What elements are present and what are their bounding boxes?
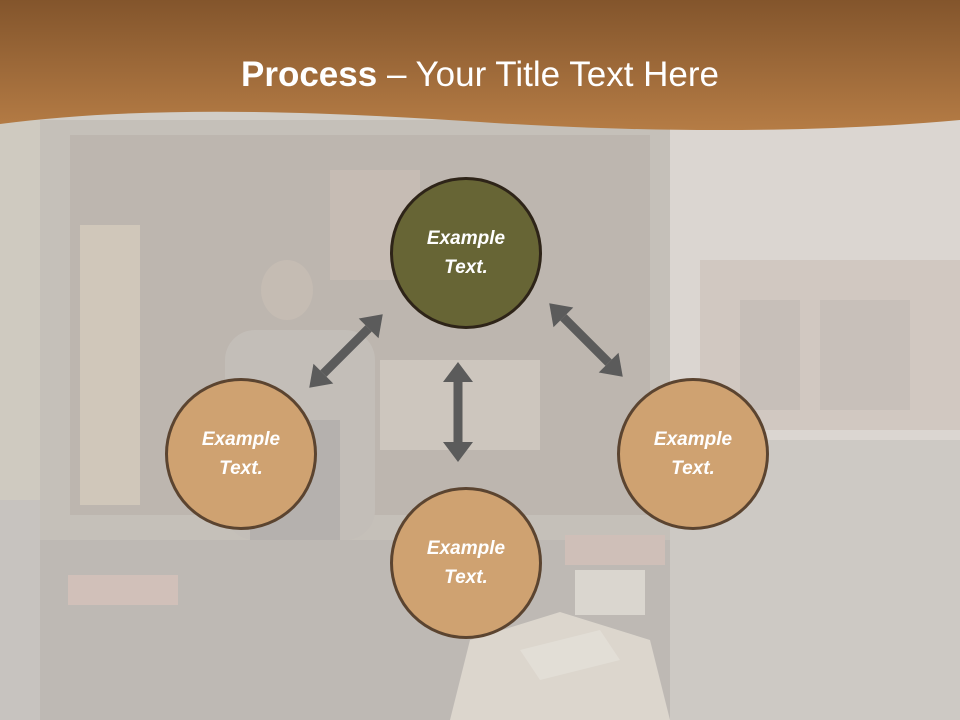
node-left: Example Text. bbox=[165, 378, 317, 530]
node-left-text: Example Text. bbox=[201, 429, 281, 479]
slide-title: Process – Your Title Text Here bbox=[0, 52, 960, 98]
node-bottom-text: Example Text. bbox=[426, 538, 506, 588]
node-top: Example Text. bbox=[390, 177, 542, 329]
title-bold: Process bbox=[241, 55, 378, 94]
node-bottom: Example Text. bbox=[390, 487, 542, 639]
title-rest: – Your Title Text Here bbox=[377, 55, 719, 94]
node-right-text: Example Text. bbox=[653, 429, 733, 479]
node-top-text: Example Text. bbox=[426, 228, 506, 278]
node-right: Example Text. bbox=[617, 378, 769, 530]
